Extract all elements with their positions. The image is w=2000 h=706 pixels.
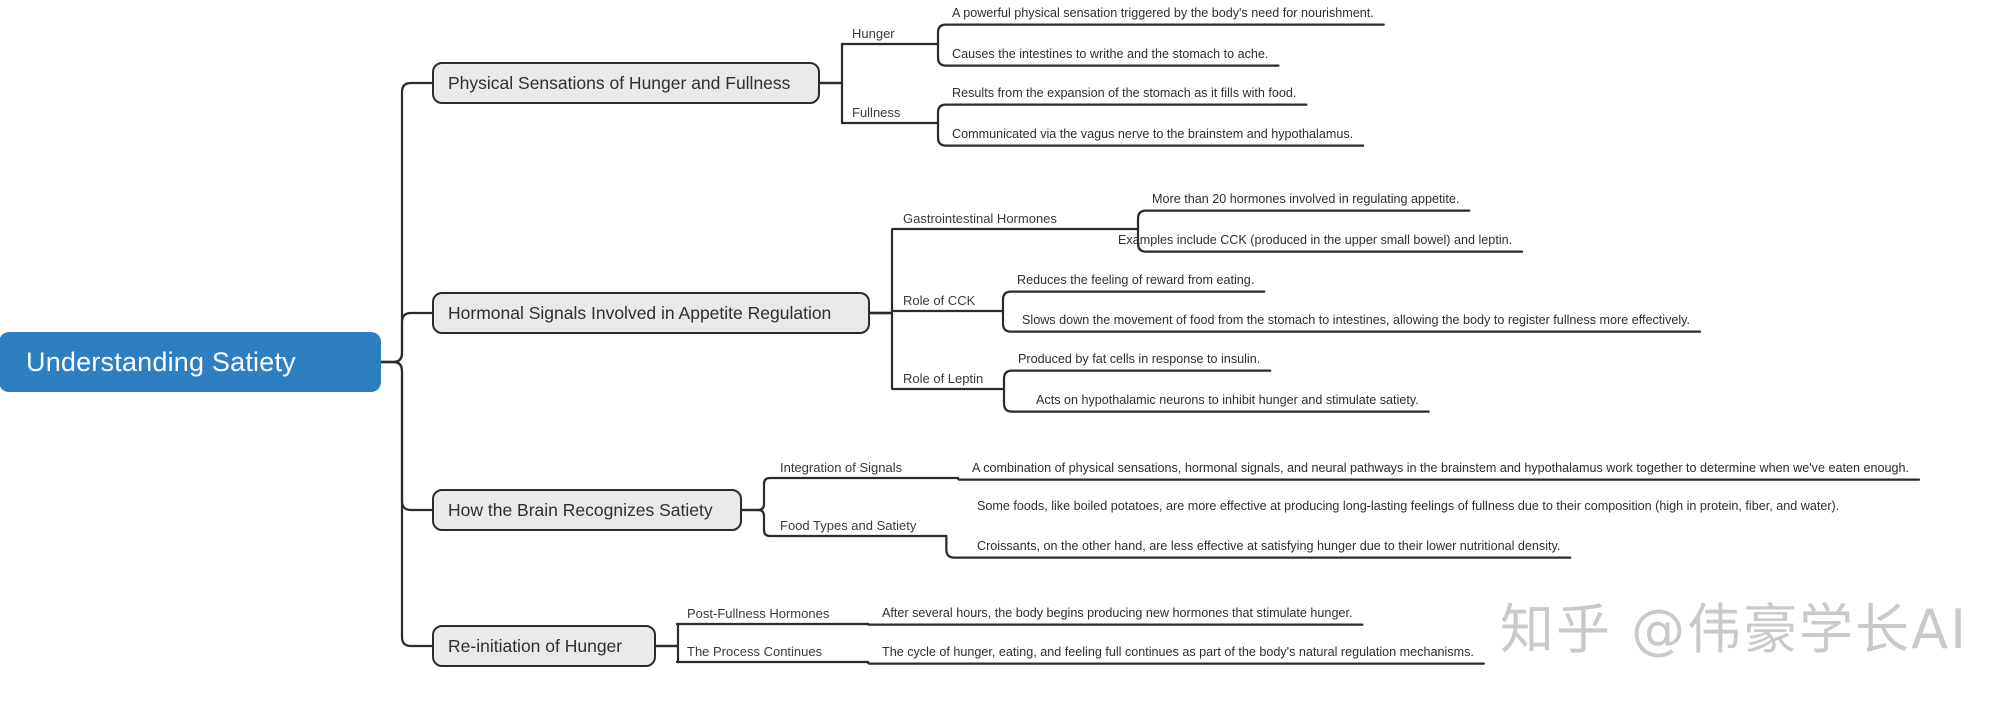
leaf-node-1-1-1[interactable]: Slows down the movement of food from the… xyxy=(1022,313,1691,327)
leaf-node-1-0-1[interactable]: Examples include CCK (produced in the up… xyxy=(1118,233,1513,247)
leaf-node-0-1-1[interactable]: Communicated via the vagus nerve to the … xyxy=(952,127,1354,141)
root-label: Understanding Satiety xyxy=(26,346,296,377)
subtopic-node-3-0[interactable]: Post-Fullness Hormones xyxy=(687,606,830,621)
subtopic-node-1-2[interactable]: Role of Leptin xyxy=(903,371,984,386)
subtopic-node-0-0[interactable]: Hunger xyxy=(852,26,895,41)
subtopic-node-2-0[interactable]: Integration of Signals xyxy=(780,460,903,475)
leaf-node-0-1-0[interactable]: Results from the expansion of the stomac… xyxy=(952,86,1297,100)
branch-label: Re-initiation of Hunger xyxy=(448,635,623,656)
leaf-node-0-0-0[interactable]: A powerful physical sensation triggered … xyxy=(952,6,1374,20)
leaf-node-3-0-0[interactable]: After several hours, the body begins pro… xyxy=(882,606,1353,620)
leaf-node-1-2-0[interactable]: Produced by fat cells in response to ins… xyxy=(1018,352,1261,366)
watermark: 知乎 @伟豪学长AI xyxy=(1500,598,1969,661)
leaf-node-1-1-0[interactable]: Reduces the feeling of reward from eatin… xyxy=(1017,273,1255,287)
subtopic-node-0-1[interactable]: Fullness xyxy=(852,105,901,120)
branch-node-3[interactable]: Re-initiation of Hunger xyxy=(432,625,656,667)
subtopic-node-1-0[interactable]: Gastrointestinal Hormones xyxy=(903,211,1057,226)
leaf-node-0-0-1[interactable]: Causes the intestines to writhe and the … xyxy=(952,47,1269,61)
subtopic-node-2-1[interactable]: Food Types and Satiety xyxy=(780,518,917,533)
leaf-node-1-0-0[interactable]: More than 20 hormones involved in regula… xyxy=(1152,192,1460,206)
branch-label: Hormonal Signals Involved in Appetite Re… xyxy=(448,302,832,323)
branch-label: How the Brain Recognizes Satiety xyxy=(448,499,713,520)
root-node[interactable]: Understanding Satiety xyxy=(0,333,380,391)
subtopic-node-3-1[interactable]: The Process Continues xyxy=(687,644,823,659)
branch-node-1[interactable]: Hormonal Signals Involved in Appetite Re… xyxy=(432,292,870,334)
leaf-node-2-0-1[interactable]: Some foods, like boiled potatoes, are mo… xyxy=(977,499,1840,513)
leaf-node-2-1-1[interactable]: Croissants, on the other hand, are less … xyxy=(977,539,1561,553)
branch-node-2[interactable]: How the Brain Recognizes Satiety xyxy=(432,489,742,531)
leaf-node-3-1-0[interactable]: The cycle of hunger, eating, and feeling… xyxy=(882,645,1474,659)
leaf-node-1-2-1[interactable]: Acts on hypothalamic neurons to inhibit … xyxy=(1036,393,1419,407)
leaf-node-2-0-0[interactable]: A combination of physical sensations, ho… xyxy=(972,461,1910,475)
branch-label: Physical Sensations of Hunger and Fullne… xyxy=(448,72,791,93)
subtopic-node-1-1[interactable]: Role of CCK xyxy=(903,293,976,308)
branch-node-0[interactable]: Physical Sensations of Hunger and Fullne… xyxy=(432,62,820,104)
